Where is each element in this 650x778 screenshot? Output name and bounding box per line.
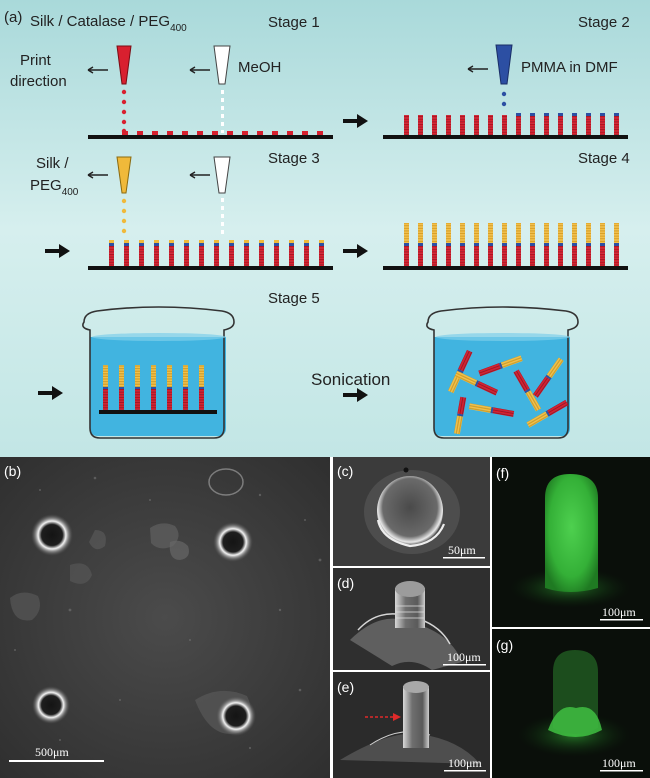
panel-g-label: (g): [496, 637, 513, 653]
stage-2-substrate: [383, 135, 628, 139]
stage-4-substrate: [383, 266, 628, 270]
stage-arrow-1-2: [343, 114, 368, 128]
stage-2-label: Stage 2: [578, 14, 630, 31]
panel-f-fluorescence: (f) 100μm: [492, 457, 650, 627]
print-direction-line-1: Print: [20, 52, 52, 69]
red-nozzle: [116, 45, 132, 85]
pillar-side-view: [403, 686, 429, 748]
micropillar-site: [216, 696, 256, 736]
panel-e-sem: (e) 100μm: [333, 672, 490, 778]
stage-2-pillars: [404, 115, 619, 135]
silk-label-1: Silk /: [36, 155, 69, 172]
sonication-label: Sonication: [311, 370, 390, 389]
print-direction-line-2: direction: [10, 73, 67, 90]
stage-arrow-3-4: [343, 244, 368, 258]
stage-3-pillars: [109, 246, 324, 266]
stage-3-label: Stage 3: [268, 150, 320, 167]
stage-3-substrate: [88, 266, 333, 270]
micropillar-site: [32, 686, 70, 724]
stage-1-label: Stage 1: [268, 14, 320, 31]
blue-droplets: [501, 91, 507, 107]
silk-arrow: [87, 171, 108, 179]
fluorescent-pillar: [545, 474, 598, 592]
stage-3-pmma-layer: [109, 243, 324, 246]
panel-g-fluorescence: (g) 100μm: [492, 629, 650, 778]
panel-c-label: (c): [337, 463, 353, 479]
silk-label-2: PEG400: [30, 177, 79, 198]
pmma-label: PMMA in DMF: [521, 59, 618, 76]
panel-d-scale-label: 100μm: [447, 650, 481, 664]
panel-e-label: (e): [337, 679, 354, 695]
panel-b-scale-bar: [9, 760, 104, 762]
panel-c-sem: (c) 50μm: [333, 457, 490, 566]
beaker-with-array: [82, 306, 235, 439]
ink-1-label: Silk / Catalase / PEG400: [30, 13, 187, 34]
panel-d-sem: (d) 100μm: [333, 568, 490, 670]
meoh-nozzle: [213, 45, 231, 85]
micropillar-site: [213, 522, 253, 562]
panel-b-texture: [14, 476, 322, 750]
pmma-arrow: [467, 65, 488, 73]
panel-d-label: (d): [337, 575, 354, 591]
print-direction-arrow-1: [87, 66, 108, 74]
beaker-array-pillars: [103, 365, 204, 410]
meoh-nozzle-2: [213, 156, 231, 194]
stage-2-pmma-caps: [516, 113, 619, 116]
stage-3-yellow-tips: [109, 240, 324, 243]
micropillar-site: [31, 514, 73, 556]
panel-f-label: (f): [496, 465, 509, 481]
panel-d-scale-bar: [443, 664, 486, 666]
white-droplets: [221, 90, 224, 133]
stage-1-deposits: [122, 131, 323, 135]
beaker-with-released-rods: [426, 306, 579, 439]
white-droplets-2: [221, 198, 224, 234]
panel-dividers: [330, 457, 650, 778]
panel-b-sem: (b) 500μm: [0, 457, 330, 778]
stage-arrow-in-5: [38, 386, 63, 400]
panel-c-scale-label: 50μm: [448, 543, 476, 557]
panel-c-scale-bar: [443, 557, 485, 559]
meoh-label: MeOH: [238, 59, 281, 76]
panel-e-scale-label: 100μm: [448, 756, 482, 770]
red-arrow: [365, 713, 401, 721]
meoh-arrow: [189, 66, 210, 74]
sonication-arrow: [343, 388, 368, 402]
stage-5-label: Stage 5: [268, 290, 320, 307]
stage-arrow-in-3: [45, 244, 70, 258]
stage-4-pillars: [404, 223, 619, 266]
yellow-droplets: [121, 198, 127, 234]
panel-g-scale-bar: [600, 770, 643, 772]
stage-4-label: Stage 4: [578, 150, 630, 167]
meoh-arrow-2: [189, 171, 210, 179]
pillar-top-view: [377, 476, 443, 546]
panel-e-scale-bar: [444, 770, 486, 772]
panel-f-scale-label: 100μm: [602, 605, 636, 619]
panel-a-label: (a): [4, 9, 22, 26]
panel-g-scale-label: 100μm: [602, 756, 636, 770]
panel-b-label: (b): [4, 463, 21, 479]
blue-nozzle: [495, 44, 513, 85]
panel-b-scale-label: 500μm: [35, 745, 69, 759]
panel-a-schematic: (a) Stage 1 Silk / Catalase / PEG400 Pri…: [0, 0, 650, 457]
stage-1-substrate: [88, 135, 333, 139]
panel-f-scale-bar: [600, 619, 643, 621]
released-rods: [447, 349, 569, 435]
yellow-nozzle: [116, 156, 132, 194]
